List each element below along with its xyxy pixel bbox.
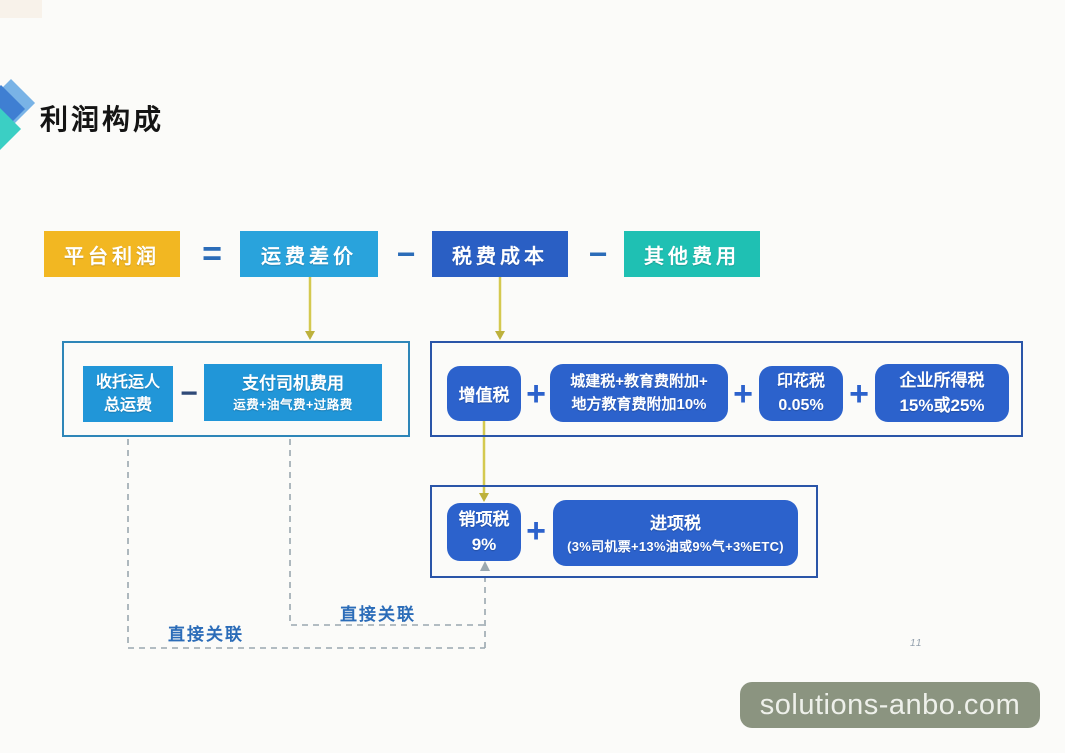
minus-operator: − bbox=[396, 235, 416, 272]
formula-term-other-fees: 其他费用 bbox=[624, 231, 760, 277]
consignor-freight-box: 收托运人 总运费 bbox=[83, 366, 173, 422]
direct-relation-label-lower: 直接关联 bbox=[168, 625, 244, 644]
watermark-badge: solutions-anbo.com bbox=[740, 682, 1040, 728]
stamp-tax-box: 印花税 0.05% bbox=[759, 366, 843, 421]
formula-term-tax-cost: 税费成本 bbox=[432, 231, 568, 277]
input-tax-box: 进项税 (3%司机票+13%油或9%气+3%ETC) bbox=[553, 500, 798, 566]
plus-operator: + bbox=[849, 374, 869, 413]
page-title: 利润构成 bbox=[40, 104, 165, 135]
city-tax-box: 城建税+教育费附加+ 地方教育费附加10% bbox=[550, 364, 728, 422]
watermark-text: solutions-anbo.com bbox=[759, 688, 1021, 721]
equals-operator: = bbox=[202, 234, 222, 273]
consignor-line2: 总运费 bbox=[103, 397, 152, 414]
stamp-tax-rate: 0.05% bbox=[778, 396, 824, 414]
city-tax-line2: 地方教育费附加10% bbox=[571, 396, 707, 413]
corner-artifact bbox=[0, 0, 42, 18]
income-tax-label: 企业所得税 bbox=[899, 370, 985, 390]
page-number: 11 bbox=[910, 638, 923, 649]
driver-payment-detail: 运费+油气费+过路费 bbox=[233, 397, 353, 412]
direct-relation-label-upper: 直接关联 bbox=[340, 605, 416, 624]
stamp-tax-label: 印花税 bbox=[776, 372, 825, 390]
minus-operator: − bbox=[180, 377, 198, 410]
income-tax-box: 企业所得税 15%或25% bbox=[875, 364, 1009, 422]
formula-term-platform-profit: 平台利润 bbox=[44, 231, 180, 277]
output-tax-box: 销项税 9% bbox=[447, 503, 521, 561]
vat-box: 增值税 bbox=[447, 366, 521, 421]
income-tax-rate: 15%或25% bbox=[899, 396, 985, 415]
plus-operator: + bbox=[733, 374, 753, 413]
input-tax-label: 进项税 bbox=[650, 514, 701, 534]
consignor-line1: 收托运人 bbox=[95, 373, 160, 391]
tax-group-frame bbox=[430, 341, 1023, 437]
vat-label: 增值税 bbox=[458, 386, 510, 405]
output-tax-label: 销项税 bbox=[458, 509, 510, 529]
formula-term-freight-difference: 运费差价 bbox=[240, 231, 378, 277]
driver-payment-title: 支付司机费用 bbox=[242, 374, 344, 393]
freight-group-frame bbox=[62, 341, 410, 437]
driver-payment-box: 支付司机费用 运费+油气费+过路费 bbox=[204, 364, 382, 421]
vat-subgroup-frame bbox=[430, 485, 818, 578]
output-tax-rate: 9% bbox=[471, 535, 497, 554]
plus-operator: + bbox=[526, 374, 546, 413]
input-tax-detail: (3%司机票+13%油或9%气+3%ETC) bbox=[567, 538, 784, 554]
minus-operator: − bbox=[588, 235, 608, 272]
city-tax-line1: 城建税+教育费附加+ bbox=[570, 372, 708, 390]
plus-operator: + bbox=[526, 511, 546, 550]
